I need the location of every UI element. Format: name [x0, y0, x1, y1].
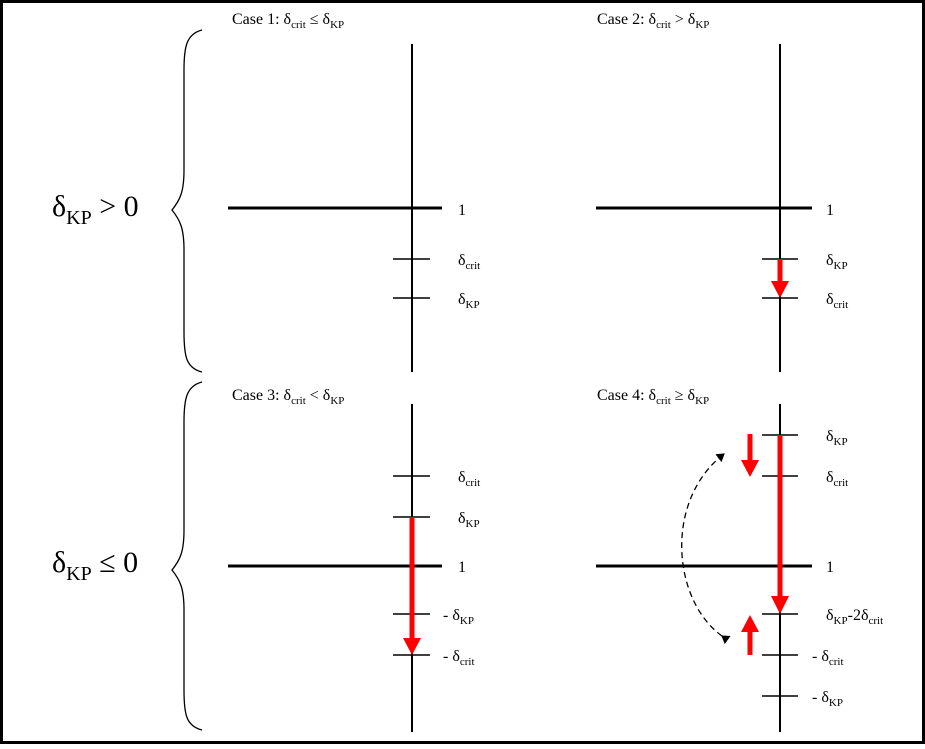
brace-bottom: [171, 381, 203, 731]
row-label-bottom: δKP ≤ 0: [52, 546, 138, 585]
case-4-red-arrow-down: [741, 434, 759, 477]
case-4-title: Case 4: δcrit ≥ δKP: [597, 387, 709, 407]
case-4-label-neg-crit: - δcrit: [812, 648, 844, 668]
case-4-red-arrow-up: [741, 615, 759, 655]
brace-top: [171, 29, 203, 373]
case-2-red-arrow: [771, 259, 789, 298]
case-3-red-arrow: [403, 517, 421, 655]
case-4-panel: Case 4: δcrit ≥ δKP δKP δcrit 1 δKP-2δcr…: [596, 387, 883, 732]
case-2-label-one: 1: [826, 202, 834, 219]
case-1-title: Case 1: δcrit ≤ δKP: [232, 11, 344, 31]
case-1-label-crit: δcrit: [458, 252, 480, 272]
case-3-title: Case 3: δcrit < δKP: [232, 387, 344, 407]
row-label-top: δKP > 0: [52, 190, 139, 229]
case-2-title: Case 2: δcrit > δKP: [597, 11, 709, 31]
case-4-label-kp-2crit: δKP-2δcrit: [826, 607, 883, 627]
case-1-panel: Case 1: δcrit ≤ δKP 1 δcrit δKP: [228, 11, 480, 372]
case-1-label-one: 1: [458, 202, 466, 219]
case-3-label-neg-kp: - δKP: [443, 607, 474, 627]
case-3-label-neg-crit: - δcrit: [443, 648, 475, 668]
case-4-label-kp: δKP: [826, 428, 848, 448]
case-1-label-kp: δKP: [458, 291, 480, 311]
case-4-label-one: 1: [826, 559, 834, 576]
case-4-red-arrow-long: [771, 435, 789, 614]
case-4-label-crit: δcrit: [826, 469, 848, 489]
case-3-label-one: 1: [458, 559, 466, 576]
case-4-dashed-curve-arrow: [681, 453, 731, 645]
case-3-label-kp: δKP: [458, 510, 480, 530]
case-3-label-crit: δcrit: [458, 469, 480, 489]
case-2-label-kp: δKP: [826, 252, 848, 272]
case-2-panel: Case 2: δcrit > δKP 1 δKP δcrit: [596, 11, 848, 372]
case-4-label-neg-kp: - δKP: [812, 689, 843, 709]
case-3-panel: Case 3: δcrit < δKP δcrit δKP 1 - δKP - …: [228, 387, 480, 732]
case-2-label-crit: δcrit: [826, 291, 848, 311]
